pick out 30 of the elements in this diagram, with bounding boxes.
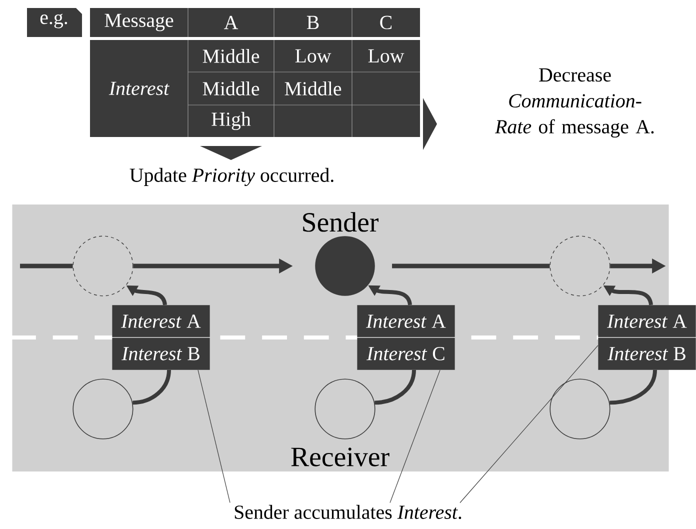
receiver-circle [72, 378, 134, 440]
curved-line [132, 370, 171, 405]
tag-label: e.g. [27, 8, 82, 37]
receiver-circle [314, 378, 376, 440]
leader-line [460, 345, 598, 504]
table-entry: Interest [108, 82, 170, 96]
interest-box: Interest A Interest B [598, 305, 696, 370]
table-entry: C [380, 16, 392, 30]
note-text: Update Priority occurred. [130, 168, 334, 186]
table-entry: High [212, 112, 251, 130]
table-entry: A [224, 16, 238, 30]
interest-box: Interest A Interest C [356, 305, 456, 370]
table-entry: Low [368, 49, 404, 63]
receiver-circle [550, 378, 610, 440]
caption-text: Sender accumulates Interest. [234, 504, 462, 520]
table-entry: Message [104, 14, 174, 32]
sender-circle [315, 236, 375, 296]
curved-line [374, 370, 416, 405]
table-entry: B [306, 16, 319, 30]
table-entry: Middle [202, 81, 260, 96]
dashed-circle [550, 236, 610, 296]
table-entry: Middle [284, 81, 342, 96]
curved-line [610, 370, 657, 405]
note-text: Decrease Communication-Rate of message A. [494, 68, 654, 138]
leader-line [198, 370, 230, 504]
table-entry: Middle [202, 48, 260, 63]
table-entry: Low [295, 49, 332, 63]
dashed-circle [72, 236, 134, 296]
leader-line [390, 370, 440, 504]
interest-box: Interest A Interest B [112, 305, 210, 370]
